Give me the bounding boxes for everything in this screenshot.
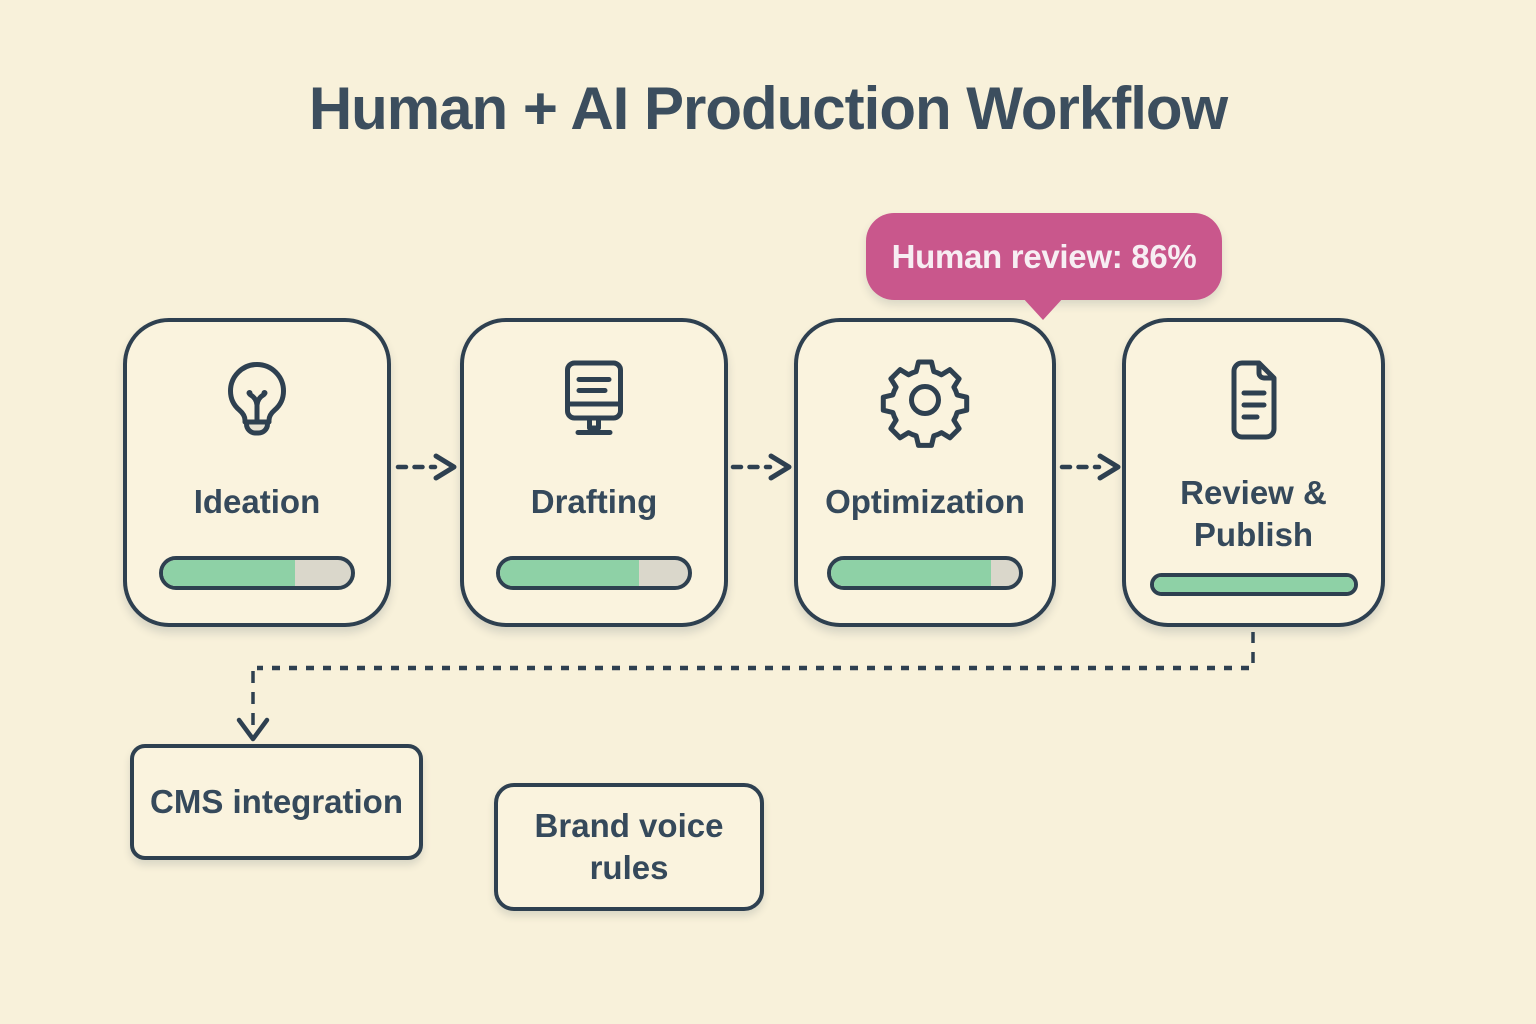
node-label: Brand voice rules xyxy=(534,807,724,886)
stage-card-ideation: Ideation xyxy=(123,318,391,627)
stage-label: Optimization xyxy=(825,483,1025,520)
gear-icon xyxy=(877,352,973,448)
progress-fill xyxy=(1153,577,1354,592)
document-icon xyxy=(1206,352,1302,448)
page-title: Human + AI Production Workflow xyxy=(308,75,1228,142)
progress-fill xyxy=(831,560,991,586)
progress-bar xyxy=(159,556,355,590)
node-label: CMS integration xyxy=(150,783,403,820)
arrow-right-icon xyxy=(395,452,459,482)
arrow-right-icon xyxy=(730,452,794,482)
human-review-callout: Human review: 86% xyxy=(866,213,1222,300)
cms-integration-node: CMS integration xyxy=(130,744,423,860)
stage-label: Drafting xyxy=(530,483,658,520)
progress-fill xyxy=(500,560,640,586)
progress-fill xyxy=(163,560,295,586)
arrowhead-down-icon xyxy=(236,717,270,742)
lightbulb-icon xyxy=(209,352,305,448)
progress-bar xyxy=(496,556,692,590)
progress-bar xyxy=(827,556,1023,590)
stage-card-review-publish: Review & Publish xyxy=(1122,318,1385,627)
callout-label: Human review: 86% xyxy=(891,237,1197,275)
stage-card-optimization: Optimization xyxy=(794,318,1056,627)
stage-label: Ideation xyxy=(193,483,321,520)
callout-tail xyxy=(1022,297,1064,320)
brand-voice-rules-node: Brand voice rules xyxy=(494,783,764,911)
stage-card-drafting: Drafting xyxy=(460,318,728,627)
arrow-right-icon xyxy=(1059,452,1123,482)
progress-bar xyxy=(1149,573,1358,596)
stage-label: Review & Publish xyxy=(1180,474,1327,553)
monitor-icon xyxy=(546,352,642,448)
